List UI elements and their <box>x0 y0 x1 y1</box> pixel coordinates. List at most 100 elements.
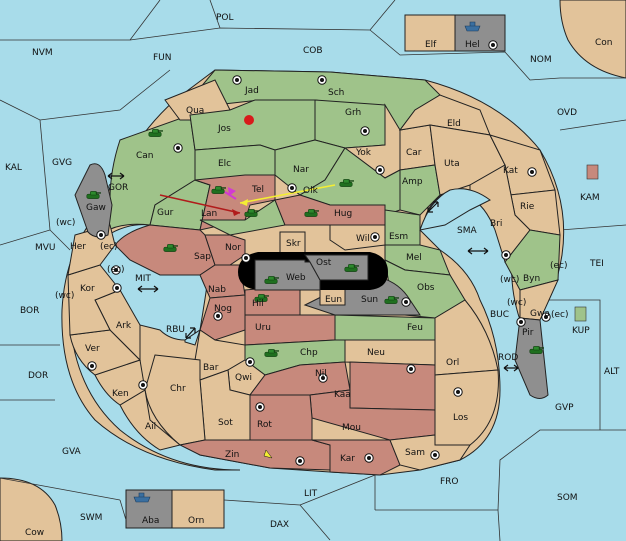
label-nor: Nor <box>225 243 241 253</box>
province-byn[interactable] <box>504 229 561 291</box>
label-obs: Obs <box>417 283 435 293</box>
province-neu[interactable] <box>344 339 436 366</box>
label-her: Her <box>70 242 86 252</box>
label-dax: DAX <box>270 520 289 530</box>
supply-center-icon <box>317 75 327 85</box>
label-zin: Zin <box>225 450 239 460</box>
label-eun: Eun <box>325 295 342 305</box>
province-pir[interactable] <box>514 317 549 399</box>
province-mou[interactable] <box>309 389 436 441</box>
label-sam: Sam <box>405 448 425 458</box>
label-orl: Orl <box>446 358 459 368</box>
label-mel: Mel <box>406 253 422 263</box>
supply-center-icon <box>232 75 242 85</box>
label-lan: Lan <box>201 209 217 219</box>
province-kaa[interactable] <box>349 361 436 411</box>
province-nog[interactable] <box>199 294 246 341</box>
label-amp: Amp <box>402 177 423 187</box>
label-esm: Esm <box>389 232 408 242</box>
province-sam[interactable] <box>389 434 471 471</box>
label-ken: Ken <box>112 389 129 399</box>
province-ail[interactable] <box>119 389 182 451</box>
province-hug[interactable] <box>274 194 386 226</box>
label-sap: Sap <box>194 252 211 262</box>
label-bor: BOR <box>20 306 39 316</box>
label-ovd: OVD <box>557 108 577 118</box>
label-fro: FRO <box>440 477 459 487</box>
label-kam: KAM <box>580 193 600 203</box>
label-hil: Hil <box>252 299 264 309</box>
label-gur: Gur <box>157 208 174 218</box>
province-orn[interactable] <box>171 489 225 529</box>
supply-center-icon <box>453 387 463 397</box>
destroyed-unit-icon <box>244 115 254 125</box>
label-mou: Mou <box>342 423 361 433</box>
label-elf: Elf <box>425 40 437 50</box>
coast-gwa-wc2: (wc) <box>507 298 526 308</box>
supply-marker-icon <box>263 449 273 459</box>
supply-center-icon <box>173 143 183 153</box>
province-ver[interactable] <box>69 329 141 376</box>
label-buc: BUC <box>490 310 509 320</box>
label-nil: Nil <box>315 369 327 379</box>
province-labels: Con Elf Hel Cow Aba Orn Jad Sch Qua Jos … <box>25 38 613 538</box>
label-cow: Cow <box>25 528 44 538</box>
supply-center-icon <box>527 167 537 177</box>
label-nab: Nab <box>208 285 226 295</box>
province-ost[interactable] <box>304 254 369 281</box>
label-jos: Jos <box>217 124 231 134</box>
label-sun: Sun <box>361 295 378 305</box>
label-alt: ALT <box>604 367 620 377</box>
label-chr: Chr <box>170 384 186 394</box>
coast-gwa-wc: (wc) <box>500 275 519 285</box>
coast-her-ec: (ec) <box>100 242 118 252</box>
label-swm: SWM <box>80 513 102 523</box>
label-dor: DOR <box>28 371 48 381</box>
label-wil: Wil <box>356 234 370 244</box>
coast-her-wc: (wc) <box>56 218 75 228</box>
supply-center-icon <box>245 357 255 367</box>
label-skr: Skr <box>286 239 301 249</box>
label-rod: ROD <box>498 353 518 363</box>
province-rot[interactable] <box>249 394 313 441</box>
province-gaw[interactable] <box>74 163 113 238</box>
province-elf[interactable] <box>404 14 456 52</box>
label-nog: Nog <box>214 304 232 314</box>
province-cow[interactable] <box>0 477 63 541</box>
label-los: Los <box>453 413 468 423</box>
supply-center-icon <box>516 317 526 327</box>
province-amp[interactable] <box>399 164 441 216</box>
province-con[interactable] <box>559 0 626 79</box>
supply-center-icon <box>138 380 148 390</box>
coast-byn-ec: (ec) <box>550 261 568 271</box>
orders <box>159 184 336 216</box>
label-hug: Hug <box>334 209 352 219</box>
supply-center-icon <box>375 165 385 175</box>
label-olk: Olk <box>303 186 319 196</box>
supply-center-icon <box>364 453 374 463</box>
label-fun: FUN <box>153 53 172 63</box>
coast-kor-wc: (wc) <box>55 291 74 301</box>
label-bar: Bar <box>203 363 219 373</box>
label-con: Con <box>595 38 613 48</box>
label-jad: Jad <box>244 86 259 96</box>
label-tei: TEI <box>589 259 604 269</box>
fleet-icon <box>464 21 481 32</box>
supply-center-icon <box>430 450 440 460</box>
supply-center-icon <box>295 456 305 466</box>
supply-center-icon <box>287 183 297 193</box>
label-rot: Rot <box>257 420 272 430</box>
label-nar: Nar <box>293 165 309 175</box>
label-gvg: GVG <box>52 158 72 168</box>
supply-center-icon <box>406 364 416 374</box>
province-tel[interactable] <box>194 174 276 231</box>
label-kal: KAL <box>5 163 22 173</box>
fleets <box>133 21 599 503</box>
label-ail: Ail <box>145 422 156 432</box>
supply-center-icon <box>401 297 411 307</box>
label-aba: Aba <box>142 516 159 526</box>
label-qwi: Qwi <box>235 373 252 383</box>
label-bri: Bri <box>490 219 502 229</box>
label-neu: Neu <box>367 348 385 358</box>
province-wil[interactable] <box>329 224 386 251</box>
